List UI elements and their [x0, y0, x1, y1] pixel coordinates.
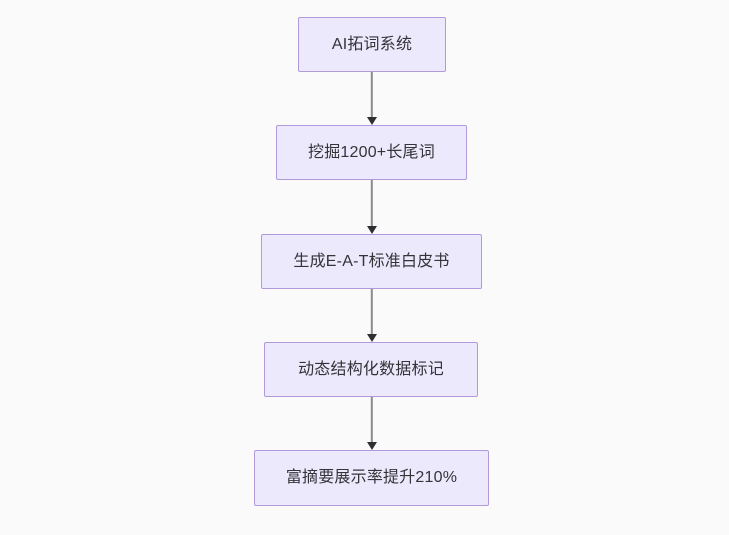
arrow-head-icon	[367, 334, 377, 342]
flow-node-label: 富摘要展示率提升210%	[285, 469, 458, 487]
flow-node-label: 挖掘1200+长尾词	[308, 143, 435, 161]
arrow-head-icon	[367, 442, 377, 450]
flow-node-rich-snippet-result[interactable]: 富摘要展示率提升210%	[254, 450, 489, 506]
flow-node-dynamic-structured-data[interactable]: 动态结构化数据标记	[264, 342, 478, 397]
arrow-head-icon	[367, 117, 377, 125]
edge-line	[370, 72, 374, 118]
arrow-head-icon	[367, 226, 377, 234]
flow-node-label: 生成E-A-T标准白皮书	[293, 252, 450, 270]
edge-line	[370, 180, 374, 227]
edge-line	[370, 289, 374, 335]
edge-line	[370, 397, 374, 443]
flow-node-mine-longtail-keywords[interactable]: 挖掘1200+长尾词	[276, 125, 467, 180]
flow-node-label: 动态结构化数据标记	[298, 360, 444, 378]
flow-node-ai-keyword-system[interactable]: AI拓词系统	[298, 17, 446, 72]
flow-node-label: AI拓词系统	[331, 35, 413, 53]
flow-node-generate-eat-whitepaper[interactable]: 生成E-A-T标准白皮书	[261, 234, 482, 289]
